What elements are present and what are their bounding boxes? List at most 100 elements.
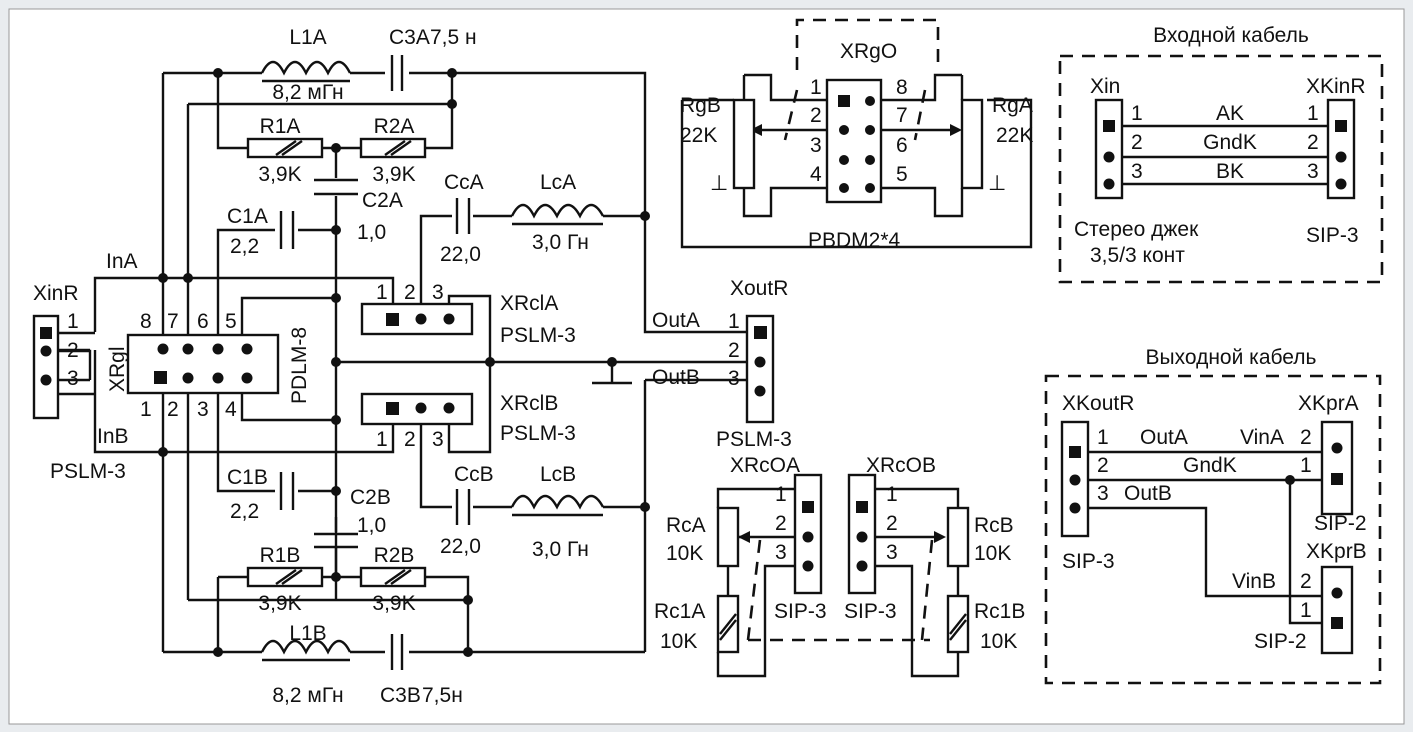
label-XRgl-pin7: 7 [167,310,179,333]
label-XRcOB-type: SIP-3 [844,600,897,623]
label-XinR-ref: XinR [33,282,79,305]
label-output-sig-GndK: GndK [1183,454,1237,477]
label-XRgO-pin2: 2 [810,104,822,127]
label-output-src-pin3: 3 [1097,482,1109,505]
label-R1A-ref: R1A [260,115,301,138]
capacitor-C1A [279,211,295,249]
label-XRgl-ref: XRgl [106,346,129,392]
label-C3B-ref: C3B [380,684,421,707]
resistor-R1B [246,566,324,588]
output-cable-connectors [1060,420,1354,655]
label-C1A-ref: C1A [227,205,268,228]
inductor-LcA [510,203,605,226]
capacitor-C2A [314,178,358,196]
label-output-dst-a-pin2: 2 [1300,426,1312,449]
label-output-dst-b-type: SIP-2 [1254,630,1307,653]
label-XRclA-type: PSLM-3 [500,324,576,347]
label-XoutR-pin3: 3 [728,367,740,390]
label-XRgl-pin3: 3 [197,398,209,421]
label-XRcOA-ref: XRcOA [730,454,800,477]
label-C2B-ref: C2B [350,486,391,509]
label-LcB-value: 3,0 Гн [532,538,589,561]
label-net-OutA: OutA [652,309,700,332]
label-RcA-ref: RcA [666,514,706,537]
label-input-left-pin3: 3 [1131,160,1143,183]
label-XRgO-pin4: 4 [810,163,822,186]
label-XRcOB-ref: XRcOB [866,454,936,477]
label-XRclB-pin1: 1 [376,428,388,451]
label-net-InA: InA [106,250,138,273]
label-input-left-type-2: 3,5/3 конт [1090,244,1185,267]
labels: L1A C3A 7,5 н 8,2 мГн R1A R2A 3,9K 3,9K … [33,24,1367,707]
label-R2B-ref: R2B [374,544,415,567]
label-RgB-ref: RgB [680,94,721,117]
resistor-R1A [246,137,324,159]
label-input-right-pin1: 1 [1307,102,1319,125]
label-XoutR-pin1: 1 [728,310,740,333]
capacitor-C2B [314,532,358,549]
capacitor-CcA [455,198,471,234]
label-XinR-pin3: 3 [67,367,79,390]
label-output-src-pin2: 2 [1097,454,1109,477]
label-C1B-value: 2,2 [230,500,259,523]
label-output-dst-a-type: SIP-2 [1314,512,1367,535]
label-XinR-pin1: 1 [67,310,79,333]
label-RgB-ground: ⊥ [710,172,728,195]
label-XRgO-pin3: 3 [810,134,822,157]
xrcoa-block [716,473,823,678]
input-cable-box [1058,54,1384,284]
junction-dots [158,68,650,657]
capacitor-C1B [279,472,295,510]
label-net-OutB: OutB [652,366,700,389]
label-CcA-ref: CcA [444,171,484,194]
label-output-dst-b-pin2: 2 [1300,570,1312,593]
label-XoutR-type: PSLM-3 [716,428,792,451]
label-L1B-ref: L1B [289,622,326,645]
label-XRclA-pin3: 3 [432,281,444,304]
inductor-L1B [260,639,352,662]
label-output-dst-b-ref: XKprB [1306,540,1367,563]
xrgo-wires [680,73,1033,249]
label-XRgO-pin6: 6 [896,134,908,157]
label-R2B-value: 3,9K [372,592,415,615]
label-Rc1B-ref: Rc1B [974,600,1025,623]
label-output-sig-OutA: OutA [1140,426,1188,449]
inductor-L1A [260,60,352,83]
connector-XRclA [360,302,474,336]
label-C3A-ref: C3A [389,26,430,49]
label-input-cable-title: Входной кабель [1153,24,1309,47]
label-output-dst-b-pin1: 1 [1300,599,1312,622]
label-L1A-value: 8,2 мГн [272,81,343,104]
label-RgA-ref: RgA [992,94,1033,117]
connector-XinR [32,314,97,420]
potentiometer-RgA [960,98,984,190]
label-output-dst-a-pin1: 1 [1300,454,1312,477]
capacitor-CcB [455,489,471,525]
label-XoutR-pin2: 2 [728,339,740,362]
input-cable-connectors [1094,98,1356,200]
capacitor-C3B [390,634,404,670]
label-input-signal-AK: AK [1216,102,1244,125]
label-XoutR-ref: XoutR [730,277,788,300]
label-CcB-value: 22,0 [440,535,481,558]
label-XinR-pin2: 2 [67,339,79,362]
label-input-left-pin1: 1 [1131,102,1143,125]
label-XRcOB-pin2: 2 [886,512,898,535]
label-XRgl-pin5: 5 [225,310,237,333]
label-output-sig-OutB: OutB [1124,482,1172,505]
label-output-src-type: SIP-3 [1062,550,1115,573]
label-XRgl-pin8: 8 [140,310,152,333]
connector-XRgl [126,333,280,395]
label-XRclB-pin2: 2 [404,428,416,451]
label-XRcOA-pin1: 1 [775,483,787,506]
label-XRcOB-pin1: 1 [886,483,898,506]
label-input-left-ref: Xin [1090,75,1120,98]
label-XRgl-pin4: 4 [225,398,237,421]
label-input-left-type: Стерео джек [1074,218,1199,241]
label-CcA-value: 22,0 [440,243,481,266]
label-RcA-value: 10K [666,542,703,565]
label-Rc1A-ref: Rc1A [654,600,705,623]
inductor-LcB [510,494,605,517]
label-output-dst-a-signal: VinA [1240,426,1284,449]
label-input-left-pin2: 2 [1131,131,1143,154]
